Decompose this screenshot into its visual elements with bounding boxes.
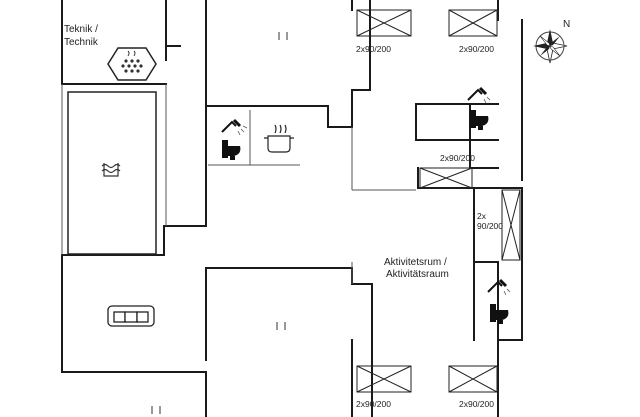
central-upper-lower <box>163 105 207 227</box>
shower-icon <box>467 86 491 104</box>
door-marks <box>151 32 288 414</box>
toilet-icon <box>470 110 489 130</box>
bed-icon <box>419 167 473 189</box>
sauna-icon <box>107 47 157 81</box>
bed-icon <box>356 9 412 37</box>
compass-north-label: N <box>563 19 571 30</box>
room-label-activity-line2: Aktivitätsraum <box>386 269 449 280</box>
bed-icon <box>448 9 498 37</box>
compass-icon <box>533 29 568 64</box>
toilet-icon <box>490 304 509 324</box>
bed-icon <box>356 365 412 393</box>
bottom-bedrooms <box>351 339 499 417</box>
room-label-activity-line1: Aktivitetsrum / <box>384 257 447 268</box>
bed-label-side-line2: 90/200 <box>477 221 503 231</box>
bed-label-bottom-right: 2x90/200 <box>459 399 494 409</box>
pool <box>67 91 157 255</box>
pool-icon <box>101 163 121 177</box>
bed-label-mid-right: 2x90/200 <box>440 153 475 163</box>
room-label-technical-line1: Teknik / <box>64 24 98 35</box>
right-side-rooms <box>473 187 523 341</box>
bed-label-top-left: 2x90/200 <box>356 44 391 54</box>
thin-lines <box>61 84 416 284</box>
left-outer-wall <box>61 0 207 417</box>
shower-icon <box>487 278 511 296</box>
room-label-technical-line2: Technik <box>64 37 98 48</box>
bed-label-side-line1: 2x <box>477 211 486 221</box>
shower-icon <box>221 118 248 136</box>
sofa-icon <box>107 305 155 327</box>
pool-room-walls <box>61 225 165 256</box>
central-upper-block <box>205 0 371 128</box>
walls <box>61 0 523 417</box>
bed-label-top-right: 2x90/200 <box>459 44 494 54</box>
right-upper-rooms <box>351 0 523 181</box>
central-middle-block <box>205 267 373 417</box>
bed-icon <box>448 365 498 393</box>
stove-pot-icon <box>264 124 294 153</box>
bed-label-bottom-left: 2x90/200 <box>356 399 391 409</box>
toilet-icon <box>222 140 241 160</box>
bed-icon <box>501 189 521 261</box>
